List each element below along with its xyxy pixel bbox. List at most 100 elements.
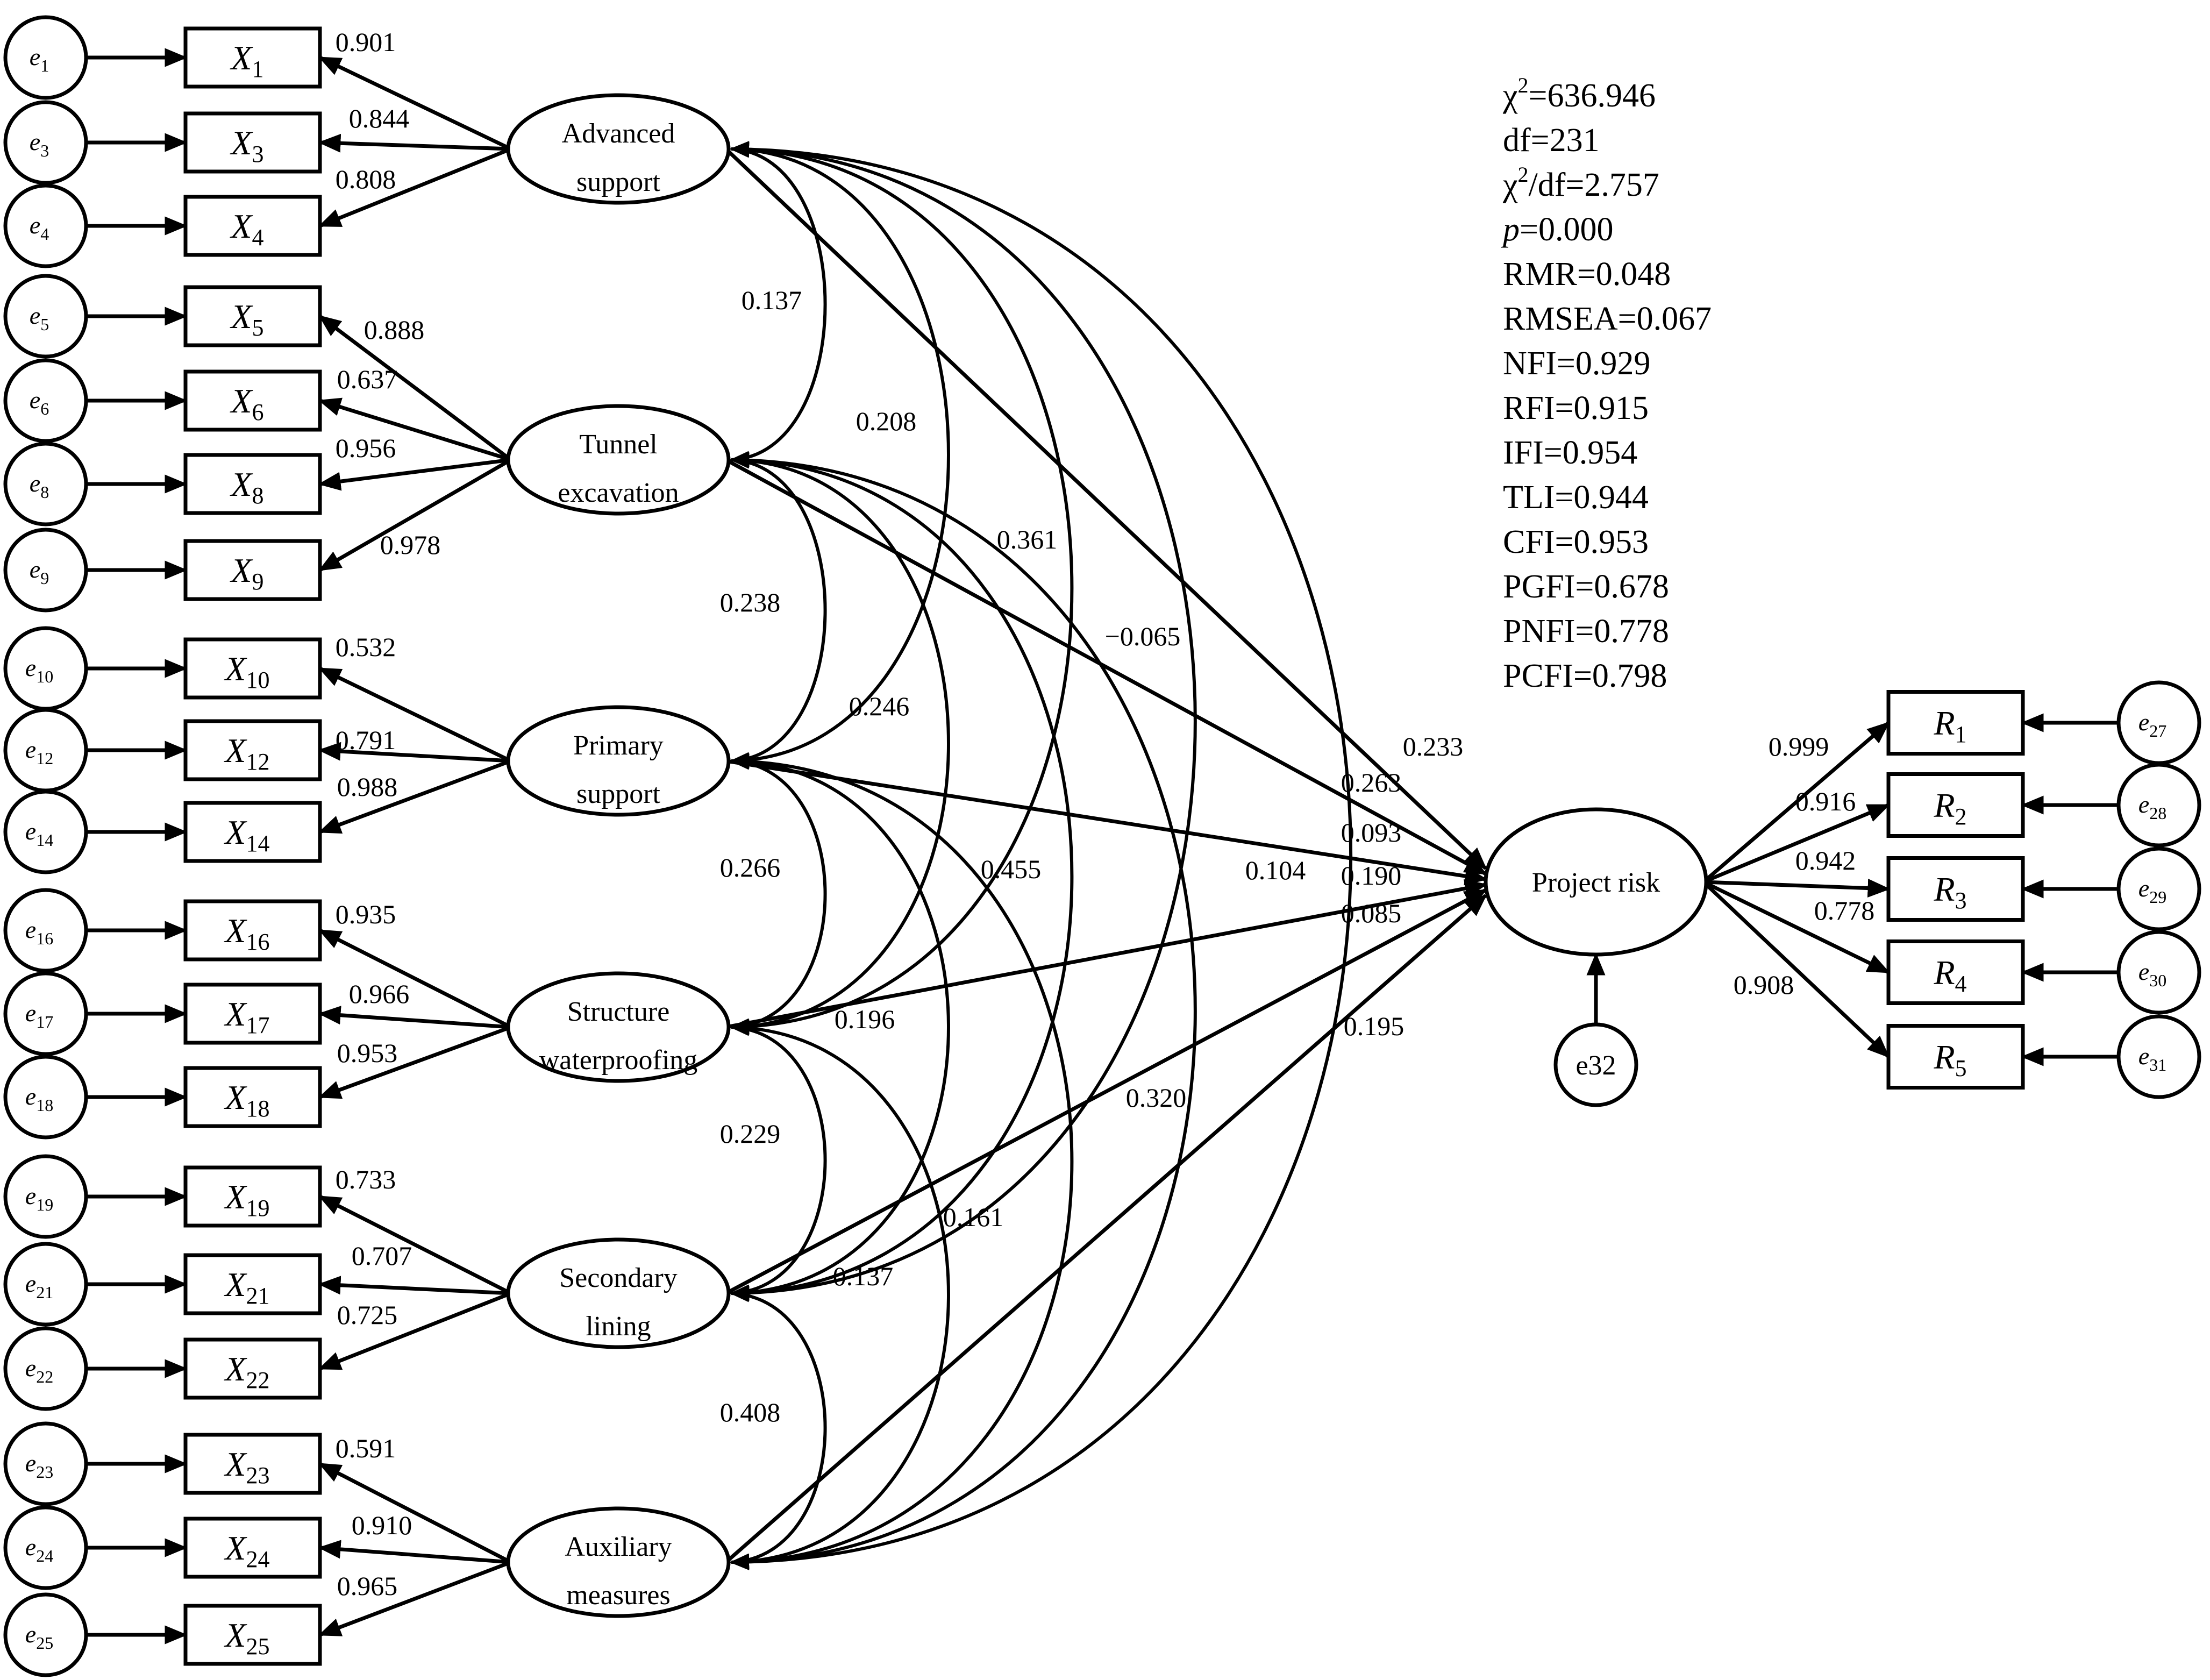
correlation-curve [730,1020,827,1301]
error-term-label: e24 [25,1533,53,1565]
factor-label-line1: Advanced [562,118,675,149]
path-lines [86,48,2119,1645]
factor-to-risk-path [725,888,1488,1295]
indicator-box [183,369,322,432]
factor-label-line1: Auxiliary [565,1532,672,1562]
indicator-subscript: 12 [246,749,270,775]
error-term-subscript: 22 [36,1367,53,1386]
error-term-subscript: 24 [36,1546,53,1565]
fit-index-line: NFI=0.929 [1503,345,1650,382]
path-coefficient: 0.085 [1341,898,1402,928]
fit-p-symbol: p [1501,211,1520,248]
correlation-curve [730,753,827,1035]
loading-arrow [318,1194,512,1295]
loading-arrow [318,1291,512,1371]
indicator-subscript: 23 [246,1462,270,1489]
factor-label-line1: Secondary [559,1263,677,1293]
indicator-subscript: 3 [252,141,264,167]
loading-arrow [318,147,512,228]
error-term-circle [3,1592,88,1677]
fit-chi2-symbol: χ [1502,77,1518,114]
factor-loading: 0.791 [336,725,396,755]
loading-arrow [318,458,511,491]
indicator-box [183,719,322,781]
loading-arrow [318,1276,511,1295]
correlation-value: 0.137 [833,1261,894,1291]
indicator-box [183,899,322,962]
factor-label-line2: waterproofing [539,1045,698,1076]
factor-loading: 0.733 [336,1164,396,1194]
correlation-curve [730,1286,827,1570]
fit-index-line: RMSEA=0.067 [1503,301,1712,337]
correlation-value: 0.161 [943,1202,1004,1232]
risk-loading: 0.999 [1769,731,1829,761]
fit-index-line: TLI=0.944 [1503,479,1649,516]
latent-factor-secondary_lining [506,1237,731,1349]
risk-indicator-label: R4 [1933,953,1966,997]
risk-error-circle [2116,1014,2201,1099]
risk-error-subscript: 28 [2149,803,2166,823]
factor-to-risk-path [725,458,1488,876]
error-term-circle [3,442,88,526]
loading-arrow [318,1540,511,1564]
error-term-subscript: 4 [40,224,49,244]
path-coefficient: 0.093 [1341,817,1402,848]
fit-indices: χ2=636.946df=231χ2/df=2.757p=0.000RMR=0.… [1501,73,1712,694]
factor-to-risk-path [725,759,1488,886]
e32-label: e32 [1575,1050,1616,1081]
risk-indicator-box [1886,690,2025,756]
indicator-box [183,637,322,700]
loading-arrow [318,458,512,572]
factor-label-line2: support [576,779,661,809]
factor-label-line1: Primary [573,730,664,761]
risk-error-subscript: 27 [2149,721,2166,741]
error-term-circle [3,1242,88,1327]
correlation-curve [730,141,827,467]
indicator-box [183,1066,322,1128]
error-term-subscript: 21 [36,1283,53,1302]
risk-indicator-box [1886,939,2025,1005]
factor-loading: 0.901 [336,27,396,57]
latent-factor-tunnel_excavation [506,404,731,516]
factor-label-line2: measures [566,1580,670,1611]
project-risk-node [1484,807,1708,957]
risk-loading-arrow [1702,803,1891,884]
factor-loading: 0.978 [380,530,441,560]
indicator-subscript: 8 [252,482,264,509]
risk-loading-arrow [1702,721,1890,884]
loading-arrow [318,55,512,151]
indicator-box [183,1337,322,1400]
error-term-subscript: 8 [40,482,49,502]
correlation-curve [730,141,1074,1035]
correlation-curves [730,141,1353,1570]
correlation-value: 0.408 [720,1397,781,1427]
error-term-circle [3,358,88,443]
error-term-subscript: 17 [36,1012,53,1031]
indicator-box [183,801,322,863]
fit-chi2df: χ2/df=2.757 [1502,162,1659,203]
error-term-circle [3,1154,88,1239]
indicator-subscript: 4 [252,224,264,251]
correlation-curve [730,452,950,1035]
error-term-label: e9 [30,556,49,588]
loading-arrow [318,759,512,834]
error-term-subscript: 16 [36,929,53,948]
e32-circle [1553,1022,1638,1107]
error-term-subscript: 19 [36,1195,53,1214]
risk-indicator-subscript: 5 [1955,1055,1967,1081]
factor-label-line2: lining [586,1311,651,1342]
factor-loading: 0.910 [352,1510,412,1540]
risk-error-circle [2116,846,2201,931]
error-term-subscript: 1 [40,56,49,75]
loading-arrow [318,1560,512,1637]
factor-label-line2: support [576,167,661,197]
path-coefficient: 0.195 [1344,1011,1405,1041]
factor-loading: 0.844 [349,103,410,133]
fit-index-line: RFI=0.915 [1503,390,1649,426]
risk-indicator-box [1886,1024,2025,1090]
correlation-curve [730,753,1074,1570]
error-term-subscript: 10 [36,667,53,686]
fit-index-line: CFI=0.953 [1503,524,1649,560]
nodes: AdvancedsupportTunnelexcavationPrimarysu… [3,15,2201,1677]
factor-to-risk-path [724,894,1487,1564]
